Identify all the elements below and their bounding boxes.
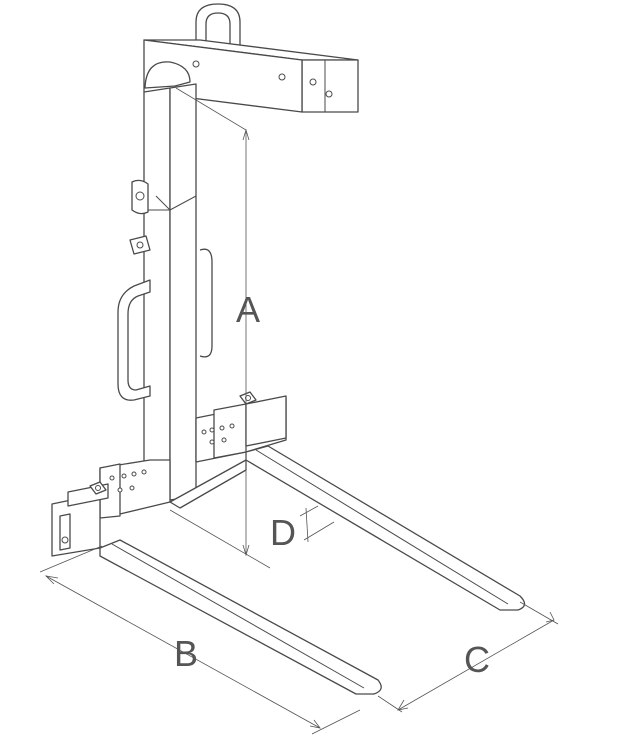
front-fork (99, 539, 382, 695)
dimension-a-label: A (236, 289, 260, 330)
lifting-eye (195, 3, 241, 51)
rear-fork (245, 445, 526, 611)
dimension-b-label: B (174, 633, 198, 674)
front-carriage (51, 459, 171, 557)
dimension-c-label: C (464, 639, 490, 680)
dimension-d-label: D (270, 512, 296, 553)
dimension-a (169, 87, 271, 569)
dimension-c (377, 601, 559, 713)
dimension-b (39, 545, 361, 735)
grab-handle (117, 279, 151, 401)
dimension-d (299, 505, 335, 543)
side-bracket (129, 179, 151, 255)
